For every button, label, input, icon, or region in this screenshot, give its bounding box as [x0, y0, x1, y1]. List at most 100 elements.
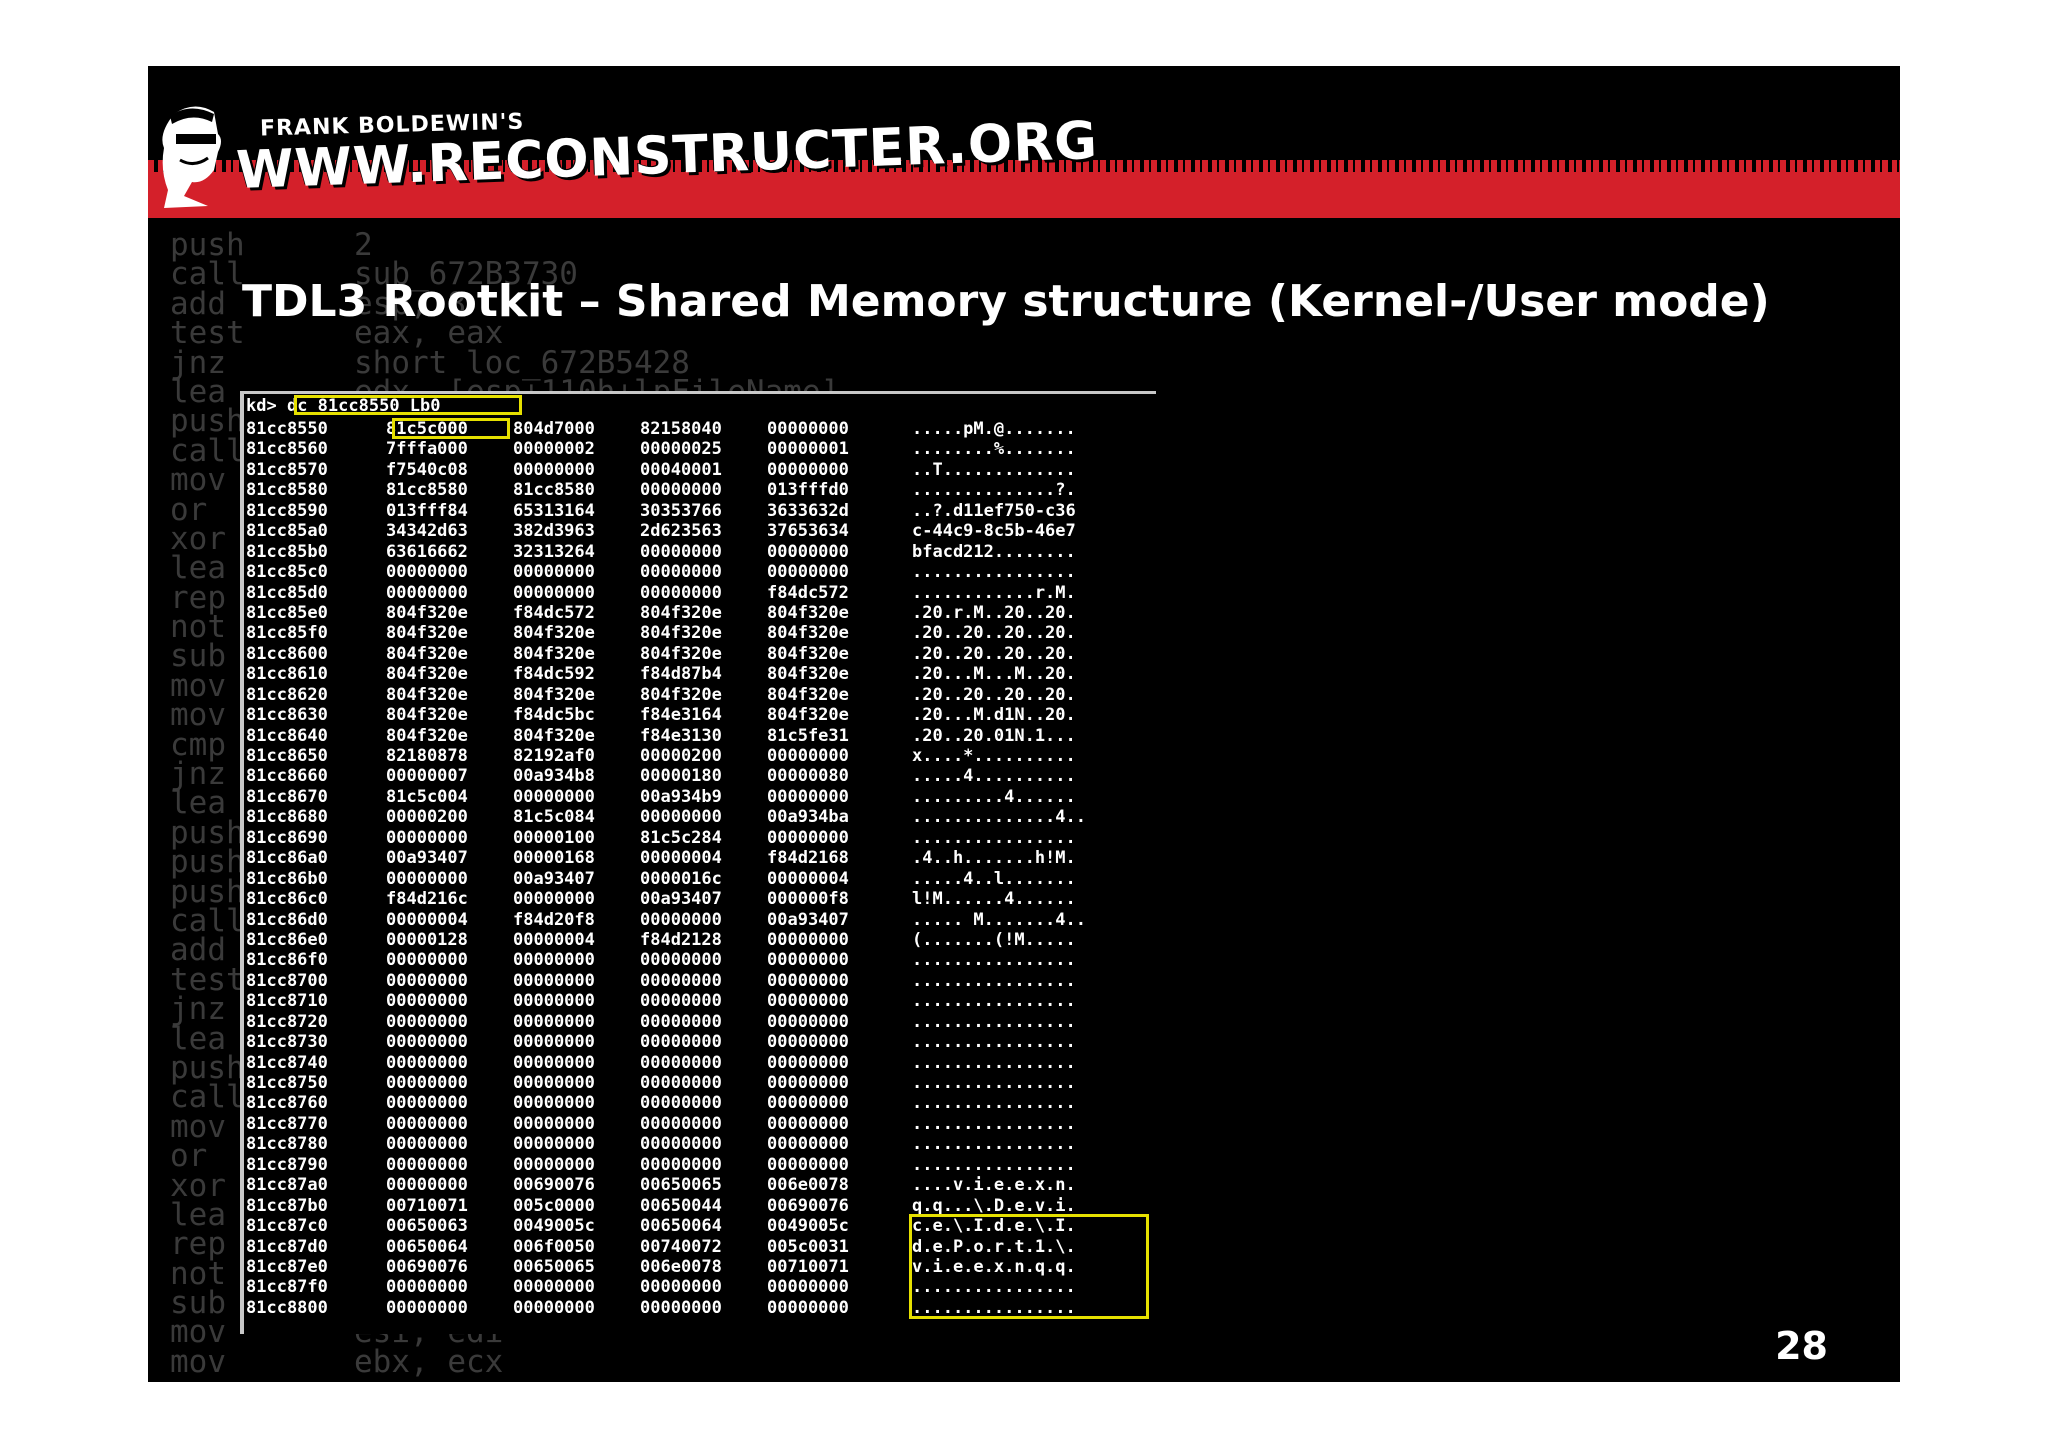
- dump-address: 81cc85e0: [246, 602, 328, 623]
- dump-address: 81cc85a0: [246, 521, 328, 542]
- dump-dword: 00000000: [640, 541, 722, 562]
- dump-dword: f84dc592: [513, 664, 595, 685]
- dump-dword: 00650065: [513, 1256, 595, 1277]
- dump-ascii: ..............4..: [912, 807, 1086, 828]
- dump-dword: 00000000: [767, 1134, 849, 1155]
- dump-dword: 00000000: [640, 970, 722, 991]
- dump-dword: 82158040: [640, 419, 722, 439]
- background-mnemonic: jnz: [170, 991, 226, 1028]
- dump-dword: 00650065: [640, 1175, 722, 1196]
- background-code-line: cmp: [170, 729, 930, 760]
- dump-dword: 00000000: [640, 950, 722, 971]
- command-text: dc 81cc8550 Lb0: [286, 396, 441, 416]
- dump-dword: 00a934b9: [640, 786, 722, 807]
- dump-dword: 00000000: [386, 1175, 468, 1196]
- dump-dword: 00690076: [513, 1175, 595, 1196]
- dump-dword: 00000000: [767, 459, 849, 480]
- dump-dword: 00000000: [513, 786, 595, 807]
- background-mnemonic: or: [170, 491, 208, 528]
- background-mnemonic: lea: [170, 1196, 226, 1233]
- background-mnemonic: rep: [170, 579, 226, 616]
- background-code-line: sub: [170, 641, 930, 672]
- dump-dword: 00000100: [513, 827, 595, 848]
- dump-dword: 00a93407: [513, 868, 595, 889]
- dump-ascii: .20..20..20..20.: [912, 684, 1076, 705]
- dump-dword: 32313264: [513, 541, 595, 562]
- dump-dword: 00000000: [513, 1073, 595, 1093]
- dump-dword: 804f320e: [767, 643, 849, 664]
- dump-address: 81cc8560: [246, 439, 328, 460]
- dump-dword: 7fffa000: [386, 439, 468, 460]
- dump-address: 81cc8770: [246, 1113, 328, 1134]
- dump-dword: 00000000: [513, 459, 595, 480]
- dump-dword: 0049005c: [513, 1216, 595, 1237]
- header-banner: FRANK BOLDEWIN'S WWW.RECONSTRUCTER.ORG: [148, 66, 1900, 218]
- background-mnemonic: test: [170, 315, 245, 352]
- background-operands: ebx, ecx: [354, 1343, 504, 1380]
- dump-dword: 804d7000: [513, 419, 595, 439]
- dump-dword: 00000000: [640, 807, 722, 828]
- dump-dword: 013fff84: [386, 500, 468, 521]
- background-mnemonic: call: [170, 432, 245, 469]
- dump-dword: 00000000: [386, 868, 468, 889]
- dump-dword: 00000000: [640, 1073, 722, 1093]
- dump-address: 81cc8680: [246, 807, 328, 828]
- dump-dword: f84e3130: [640, 725, 722, 746]
- background-mnemonic: test: [170, 961, 245, 998]
- dump-ascii: ................: [912, 1052, 1076, 1073]
- dump-ascii: .....4..........: [912, 766, 1076, 787]
- dump-dword: 00000000: [767, 1052, 849, 1073]
- dump-address: 81cc8570: [246, 459, 328, 480]
- dump-dword: f84d20f8: [513, 909, 595, 930]
- dump-dword: 00000001: [767, 439, 849, 460]
- dump-dword: 804f320e: [513, 725, 595, 746]
- dump-dword: 00000000: [767, 1093, 849, 1114]
- background-code-line: push: [170, 846, 930, 877]
- background-mnemonic: xor: [170, 1167, 226, 1204]
- dump-ascii: ..T.............: [912, 459, 1076, 480]
- dump-address: 81cc8700: [246, 970, 328, 991]
- dump-dword: 00000000: [386, 562, 468, 583]
- dump-dword: 00000000: [640, 562, 722, 583]
- background-mnemonic: jnz: [170, 344, 226, 381]
- background-mnemonic: mov: [170, 697, 226, 734]
- background-code-line: lea: [170, 550, 930, 587]
- dump-dword: 00a934b8: [513, 766, 595, 787]
- dump-dword: 005c0000: [513, 1195, 595, 1216]
- dump-dword: 00000168: [513, 848, 595, 869]
- dump-dword: 00000000: [513, 1134, 595, 1155]
- dump-ascii: c-44c9-8c5b-46e7: [912, 521, 1076, 542]
- dump-address: 81cc87c0: [246, 1216, 328, 1237]
- background-operands: esp, 8: [354, 285, 466, 322]
- dump-address: 81cc8600: [246, 643, 328, 664]
- background-code-line: push: [170, 406, 930, 437]
- dump-dword: 00000004: [767, 868, 849, 889]
- dump-ascii: ................: [912, 562, 1076, 583]
- dump-dword: 00000000: [386, 1052, 468, 1073]
- dump-address: 81cc86c0: [246, 889, 328, 910]
- dump-dword: 00a93407: [767, 909, 849, 930]
- dump-address: 81cc8650: [246, 746, 328, 766]
- background-mnemonic: lea: [170, 550, 226, 587]
- dump-dword: 81c5c004: [386, 786, 468, 807]
- dump-dword: 81c5fe31: [767, 725, 849, 746]
- dump-dword: 00000000: [767, 419, 849, 439]
- dump-dword: 005c0031: [767, 1236, 849, 1257]
- dump-dword: 00000000: [767, 950, 849, 971]
- dump-dword: 00000004: [386, 909, 468, 930]
- dump-ascii: ................: [912, 1113, 1076, 1134]
- dump-dword: 804f320e: [386, 623, 468, 644]
- dump-ascii: .20...M.d1N..20.: [912, 705, 1076, 726]
- dump-ascii: ..?.d11ef750-c36: [912, 500, 1076, 521]
